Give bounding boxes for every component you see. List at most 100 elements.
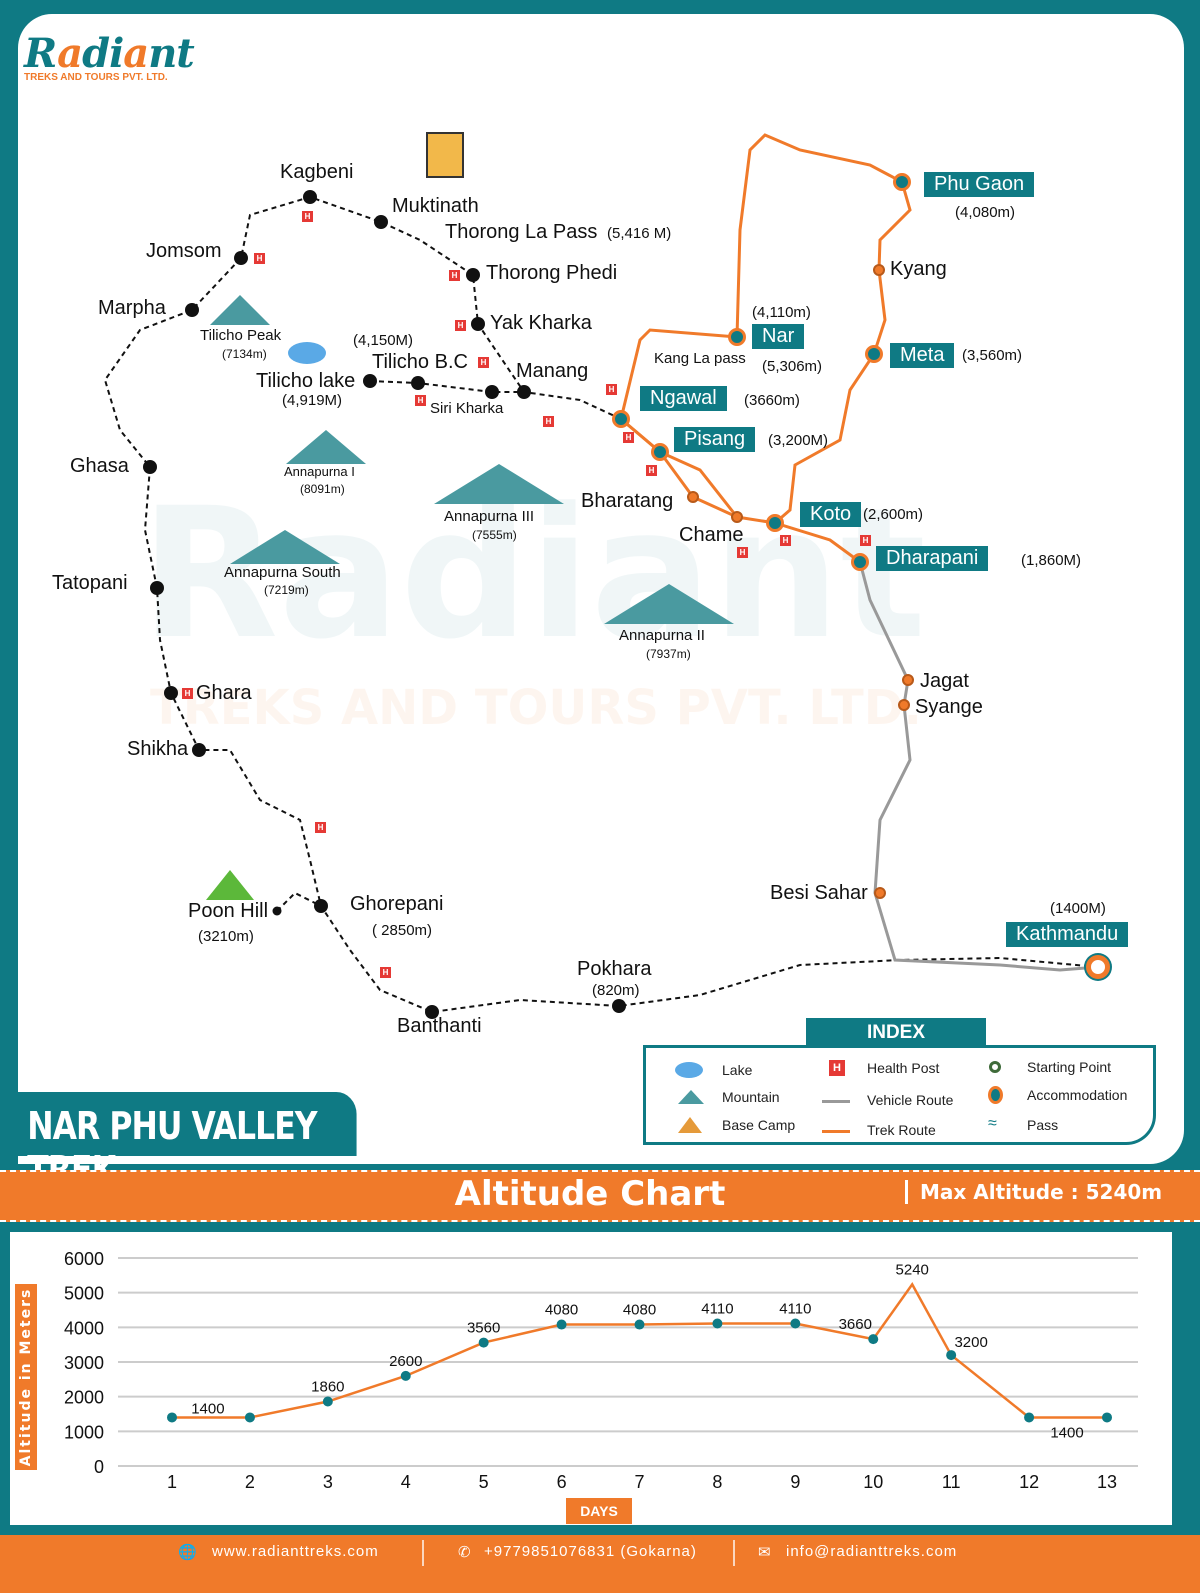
place-dot bbox=[314, 899, 328, 913]
x-tick-label: 5 bbox=[479, 1472, 489, 1492]
accommodation-dot bbox=[893, 173, 911, 191]
place-dot bbox=[873, 264, 885, 276]
mountain-icon bbox=[210, 295, 270, 325]
place-alt: (1,860M) bbox=[1021, 552, 1082, 569]
x-axis-label: DAYS bbox=[566, 1498, 632, 1524]
mountain-alt: (7937m) bbox=[646, 647, 691, 661]
place-label: Kagbeni bbox=[280, 161, 354, 183]
place-dot bbox=[485, 385, 499, 399]
index-title: INDEX bbox=[806, 1018, 986, 1048]
mountain-alt: (7555m) bbox=[472, 528, 517, 542]
data-point bbox=[790, 1318, 801, 1329]
place-label: Kathmandu bbox=[1006, 922, 1129, 947]
whatsapp-icon: ✆ bbox=[458, 1544, 472, 1561]
y-tick-label: 1000 bbox=[64, 1422, 104, 1442]
globe-icon: 🌐 bbox=[178, 1544, 198, 1561]
data-point bbox=[634, 1319, 645, 1330]
mountain-icon bbox=[678, 1090, 704, 1104]
health-post-icon: H bbox=[415, 395, 426, 406]
data-point bbox=[244, 1412, 255, 1423]
routes bbox=[103, 133, 1099, 1014]
x-tick-label: 4 bbox=[401, 1472, 411, 1492]
place-label: Kang La pass bbox=[654, 350, 746, 367]
place-dot bbox=[687, 491, 699, 503]
health-post-icon: H bbox=[737, 547, 748, 558]
place-label: Thorong La Pass bbox=[445, 221, 598, 243]
lake-icon bbox=[288, 342, 326, 364]
place-alt: (4,150M) bbox=[353, 332, 414, 349]
y-tick-label: 2000 bbox=[64, 1388, 104, 1408]
y-tick-label: 3000 bbox=[64, 1353, 104, 1373]
place-label: Meta bbox=[890, 343, 955, 368]
x-tick-label: 8 bbox=[712, 1472, 722, 1492]
mountain-alt: (7219m) bbox=[264, 583, 309, 597]
place-label: Pokhara bbox=[577, 958, 652, 980]
data-point bbox=[1102, 1412, 1112, 1423]
health-post-icon: H bbox=[254, 253, 265, 264]
data-label: 3200 bbox=[954, 1334, 987, 1351]
accommodation-dot bbox=[612, 410, 630, 428]
place-dot bbox=[425, 1005, 439, 1019]
y-tick-label: 4000 bbox=[64, 1318, 104, 1338]
data-label: 4110 bbox=[701, 1301, 733, 1318]
place-dot bbox=[466, 268, 480, 282]
health-post-icon: H bbox=[623, 432, 634, 443]
place-alt: (3,200M) bbox=[768, 432, 829, 449]
place-label: Chame bbox=[679, 524, 744, 546]
place-label: Thorong Phedi bbox=[486, 262, 618, 284]
data-point bbox=[868, 1334, 879, 1345]
x-tick-label: 13 bbox=[1097, 1472, 1117, 1492]
y-tick-label: 6000 bbox=[64, 1249, 104, 1269]
trek-route-icon bbox=[822, 1130, 850, 1133]
data-point bbox=[946, 1350, 957, 1361]
place-label: Tilicho lake bbox=[256, 370, 356, 392]
place-label: Ghorepani bbox=[350, 893, 444, 915]
x-tick-label: 12 bbox=[1019, 1472, 1039, 1492]
place-label: Tilicho B.C bbox=[372, 351, 468, 373]
accommodation-dot bbox=[766, 514, 784, 532]
index-item: Vehicle Route bbox=[867, 1092, 954, 1108]
mountain-alt: (8091m) bbox=[300, 482, 345, 496]
place-label: Bharatang bbox=[581, 490, 674, 512]
x-tick-label: 7 bbox=[634, 1472, 644, 1492]
data-point bbox=[712, 1318, 723, 1329]
email-link[interactable]: info@radianttreks.com bbox=[786, 1543, 958, 1560]
data-label: 3560 bbox=[467, 1320, 500, 1337]
x-tick-label: 3 bbox=[323, 1472, 333, 1492]
data-label: 5240 bbox=[896, 1261, 929, 1278]
health-post-icon: H bbox=[449, 270, 460, 281]
phone-link[interactable]: +9779851076831 (Gokarna) bbox=[484, 1543, 697, 1560]
x-tick-label: 2 bbox=[245, 1472, 255, 1492]
data-point bbox=[556, 1319, 567, 1330]
data-label: 1400 bbox=[1050, 1424, 1083, 1441]
health-post-icon: H bbox=[646, 465, 657, 476]
index-item: Starting Point bbox=[1027, 1059, 1112, 1075]
place-label: Siri Kharka bbox=[430, 400, 504, 417]
place-alt: (4,110m) bbox=[752, 304, 811, 321]
series-line bbox=[172, 1282, 1107, 1419]
place-dot bbox=[874, 887, 886, 899]
place-alt: (3,560m) bbox=[962, 347, 1023, 364]
x-tick-label: 10 bbox=[863, 1472, 883, 1492]
data-label: 4080 bbox=[623, 1302, 656, 1319]
place-label: Kyang bbox=[890, 258, 947, 280]
website-link[interactable]: www.radianttreks.com bbox=[212, 1543, 379, 1560]
place-label: Marpha bbox=[98, 297, 166, 319]
place-alt: (820m) bbox=[592, 982, 640, 999]
mail-icon: ✉ bbox=[758, 1544, 772, 1561]
place-dot bbox=[234, 251, 248, 265]
x-tick-label: 1 bbox=[167, 1472, 177, 1492]
place-label: Nar bbox=[752, 324, 805, 349]
data-label: 3660 bbox=[839, 1316, 872, 1333]
place-alt: (2,600m) bbox=[863, 506, 924, 523]
data-point bbox=[478, 1337, 489, 1348]
data-label: 1860 bbox=[311, 1379, 344, 1396]
mountain-label: Annapurna South bbox=[224, 564, 341, 581]
map-panel bbox=[18, 14, 1184, 1164]
index-item: Trek Route bbox=[867, 1122, 936, 1138]
place-label: Poon Hill bbox=[188, 900, 269, 922]
y-tick-label: 5000 bbox=[64, 1284, 104, 1304]
x-tick-label: 9 bbox=[790, 1472, 800, 1492]
place-dot bbox=[374, 215, 388, 229]
